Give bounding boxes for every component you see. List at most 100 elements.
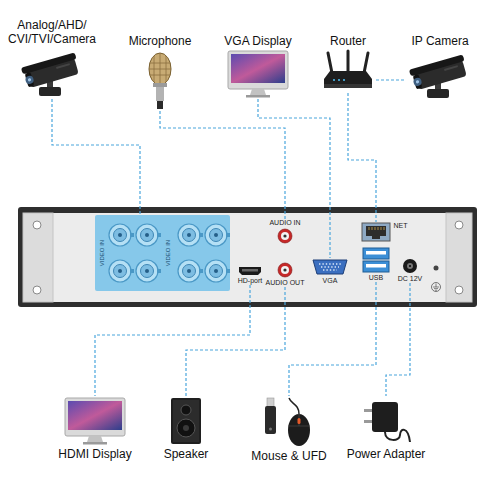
power-adapter: Power Adapter <box>347 396 426 461</box>
icon-part <box>149 53 171 85</box>
port-label: USB <box>369 274 383 282</box>
router-icon <box>320 49 376 93</box>
analog-camera: Analog/AHD/ CVI/TVI/Camera <box>6 18 98 99</box>
icon-part <box>149 53 171 85</box>
connector-group <box>52 80 410 396</box>
icon-part <box>364 409 373 412</box>
rj45-port-icon <box>361 222 391 242</box>
mouse-usb-drive-icon <box>261 396 317 448</box>
device-label: Speaker <box>164 447 209 461</box>
icon-part <box>156 87 164 101</box>
screw-hole <box>455 221 463 229</box>
power-jack-icon <box>402 258 418 274</box>
dashed-connector <box>386 283 410 396</box>
power-jack: DC 12V <box>398 258 423 283</box>
icon-part <box>87 436 103 442</box>
icon-part <box>141 265 154 278</box>
icon-part <box>231 54 285 83</box>
speaker-icon <box>168 396 204 446</box>
device-label: VGA Display <box>224 34 291 48</box>
hdmi-monitor-icon <box>63 396 127 446</box>
icon-part <box>363 261 389 272</box>
icon-part <box>205 224 227 246</box>
screw-hole <box>455 286 463 294</box>
icon-part <box>288 414 310 446</box>
icon-part <box>21 52 77 74</box>
vga-port-icon <box>311 258 349 276</box>
icon-part <box>210 229 223 242</box>
icon-part <box>343 79 345 81</box>
icon-part <box>39 87 61 96</box>
icon-part <box>226 233 230 237</box>
network-port-icon <box>361 222 391 242</box>
icon-part <box>118 269 122 273</box>
audio-in-jack-icon <box>277 228 293 244</box>
analog-camera-icon <box>17 47 87 99</box>
device-label: Router <box>330 34 366 48</box>
icon-part <box>141 229 154 242</box>
hdmi-port-icon <box>238 266 262 276</box>
icon-part <box>416 80 420 84</box>
icon-part <box>403 259 417 273</box>
usb-ports-icon <box>362 247 390 273</box>
icon-part <box>56 63 70 69</box>
icon-part <box>68 401 122 430</box>
vga-monitor-icon <box>226 49 290 99</box>
icon-part <box>171 398 201 444</box>
dashed-connector <box>52 99 140 215</box>
vga-display-icon <box>226 49 290 99</box>
ip-camera-icon <box>405 49 475 101</box>
icon-part <box>297 418 300 424</box>
icon-part <box>187 269 191 273</box>
icon-part <box>83 442 107 445</box>
icon-part <box>366 251 386 255</box>
usb-ports: USB <box>362 247 390 282</box>
icon-part <box>319 264 341 270</box>
audio-out-jack-icon <box>277 262 293 278</box>
rca-jack-icon <box>277 262 293 278</box>
vga-port: VGA <box>311 258 349 285</box>
icon-part <box>246 95 270 98</box>
icon-part <box>369 227 384 230</box>
icon-part <box>157 269 161 273</box>
audio-out-jack: AUDIO OUT <box>266 262 305 287</box>
bullet-camera-icon <box>17 47 87 99</box>
icon-part <box>145 233 149 237</box>
icon-part <box>289 398 299 414</box>
icon-part <box>21 52 81 89</box>
mouse-usb-drive: Mouse & UFD <box>251 396 326 463</box>
icon-part <box>409 265 411 267</box>
icon-part <box>228 51 288 89</box>
icon-part <box>267 398 274 407</box>
speaker-icon <box>168 396 204 446</box>
icon-part <box>328 51 368 73</box>
reset-hole <box>434 266 439 271</box>
icon-part <box>226 269 230 273</box>
mouse-usb-drive-icon <box>261 396 317 448</box>
port-label: DC 12V <box>398 275 423 283</box>
router-icon <box>320 49 376 93</box>
icon-part <box>313 260 347 274</box>
icon-part <box>363 248 389 259</box>
icon-part <box>157 233 161 237</box>
icon-part <box>114 265 127 278</box>
mounting-ear <box>23 213 53 302</box>
dashed-connector <box>348 93 376 222</box>
icon-part <box>407 263 413 269</box>
ground-symbol <box>432 283 441 292</box>
ip-camera-icon <box>405 49 475 101</box>
hdmi-port: HD-port <box>238 266 263 285</box>
icon-part <box>65 398 125 436</box>
icon-part <box>265 406 276 434</box>
icon-part <box>205 260 227 282</box>
icon-part <box>385 430 410 442</box>
icon-part <box>324 84 372 88</box>
microphone-icon <box>140 49 180 111</box>
icon-part <box>409 54 465 76</box>
dashed-connector <box>160 111 285 219</box>
dvr-back-panel <box>23 213 472 302</box>
dc-jack-icon <box>402 258 418 274</box>
icon-part <box>130 269 134 273</box>
